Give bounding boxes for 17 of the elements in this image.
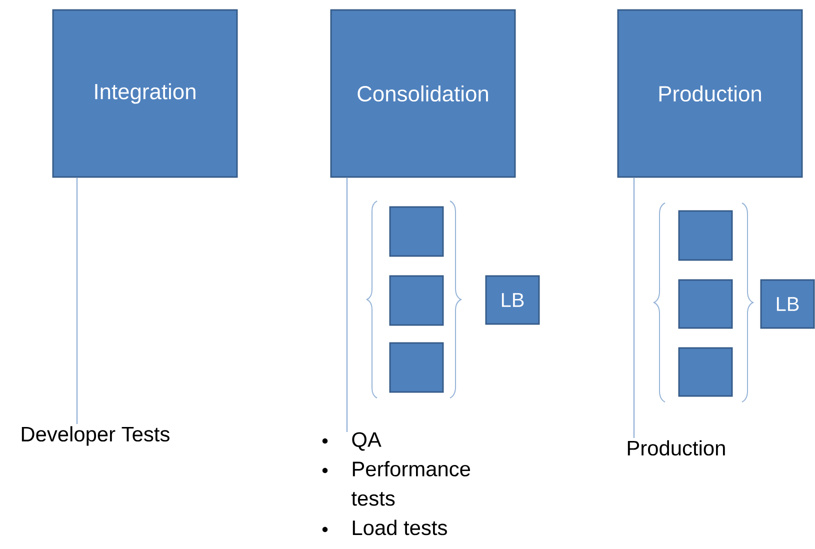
connector-line — [633, 178, 635, 438]
server-box — [389, 206, 444, 257]
load-balancer-box: LB — [760, 279, 815, 329]
text-label: Production — [628, 440, 725, 456]
server-box — [389, 275, 444, 326]
stage-box: Consolidation — [330, 9, 516, 178]
server-box — [678, 279, 733, 329]
server-box — [678, 347, 733, 397]
server-box — [678, 210, 733, 261]
stage-box: Integration — [52, 9, 238, 178]
text-label: Developer Tests — [22, 426, 170, 446]
connector-line — [346, 178, 348, 432]
stage-box: Production — [617, 9, 803, 178]
server-box — [389, 342, 444, 393]
bullet-list: QA Performance tests Load tests — [352, 432, 470, 536]
load-balancer-box: LB — [485, 275, 540, 325]
connector-line — [76, 178, 78, 424]
